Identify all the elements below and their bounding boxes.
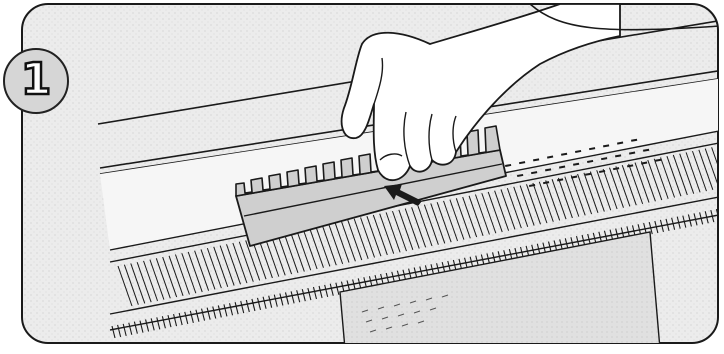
step-number-badge: 1	[3, 48, 69, 114]
step-number-text: 1	[21, 58, 52, 102]
